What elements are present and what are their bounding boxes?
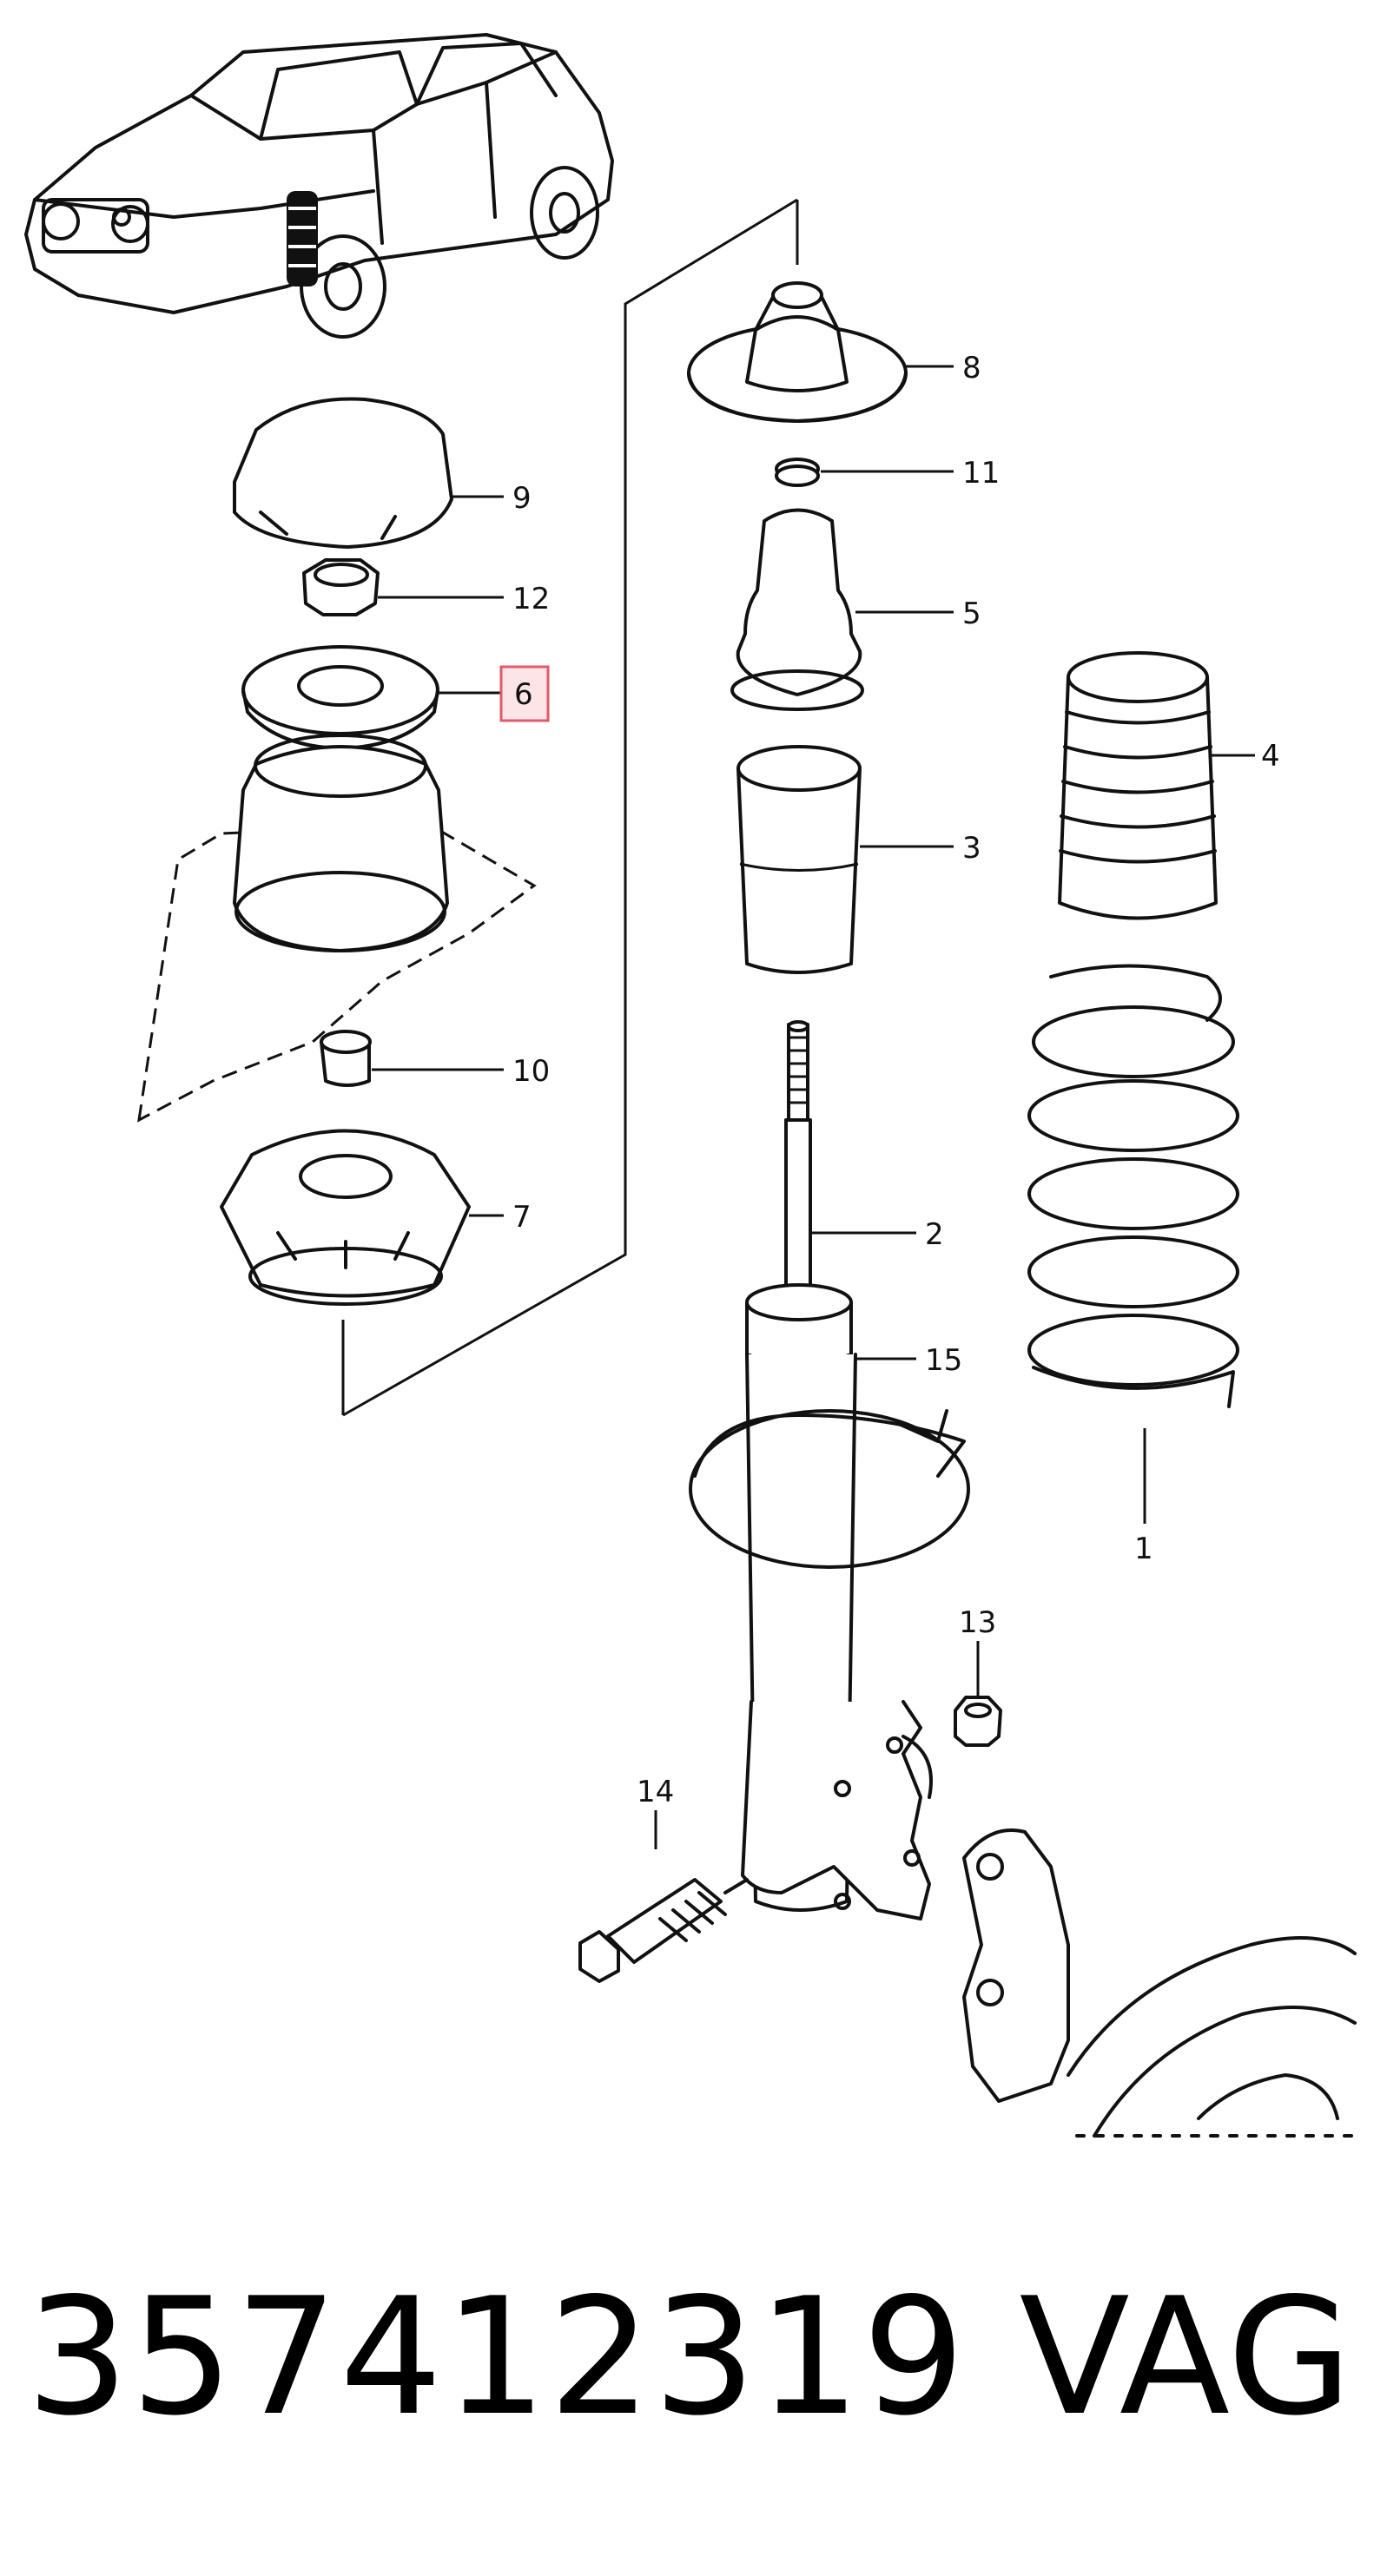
callout-7: 7 — [512, 1200, 532, 1235]
callout-14: 14 — [637, 1775, 674, 1809]
callout-5: 5 — [962, 596, 981, 631]
callout-12: 12 — [512, 582, 550, 616]
car-strut-indicator — [287, 191, 318, 287]
part-4-boot — [1058, 651, 1218, 920]
part-7-strut-mount — [220, 1129, 471, 1306]
part-13-nut — [954, 1696, 1002, 1747]
callout-13: 13 — [959, 1605, 996, 1640]
part-3-sleeve — [736, 745, 862, 974]
callout-10: 10 — [512, 1054, 550, 1089]
part-5-bump-stop — [730, 508, 864, 711]
callout-15: 15 — [925, 1343, 962, 1378]
callout-9: 9 — [512, 481, 532, 516]
strut-body — [689, 1283, 970, 1920]
callout-2: 2 — [925, 1217, 944, 1252]
car-illustration — [24, 33, 614, 339]
part-14-bolt — [578, 1878, 749, 1983]
strut-tower — [233, 734, 449, 952]
leader-lines — [372, 365, 1255, 1849]
steering-knuckle-hub — [962, 1828, 1357, 2138]
part-11-washer — [775, 458, 820, 487]
brand-name: VAG — [1019, 2263, 1352, 2451]
callout-3: 3 — [962, 831, 981, 866]
part-number: 357412319 — [26, 2263, 968, 2451]
part-10-clip — [320, 1030, 372, 1087]
callout-4: 4 — [1261, 739, 1280, 774]
callout-11: 11 — [962, 456, 1000, 491]
body-panel — [137, 823, 537, 1123]
part-8-spring-seat — [687, 281, 908, 423]
part-2-piston-rod — [784, 1020, 812, 1304]
assembly-bracket-frame — [341, 198, 799, 1417]
callout-1: 1 — [1134, 1532, 1153, 1566]
callout-6: 6 — [514, 677, 533, 712]
highlight-box — [499, 665, 550, 722]
part-9-cap — [233, 397, 453, 549]
part-6-washer — [241, 645, 439, 750]
part-12-nut — [302, 558, 380, 616]
part-1-coil-spring — [1027, 964, 1239, 1408]
callout-8: 8 — [962, 351, 981, 385]
